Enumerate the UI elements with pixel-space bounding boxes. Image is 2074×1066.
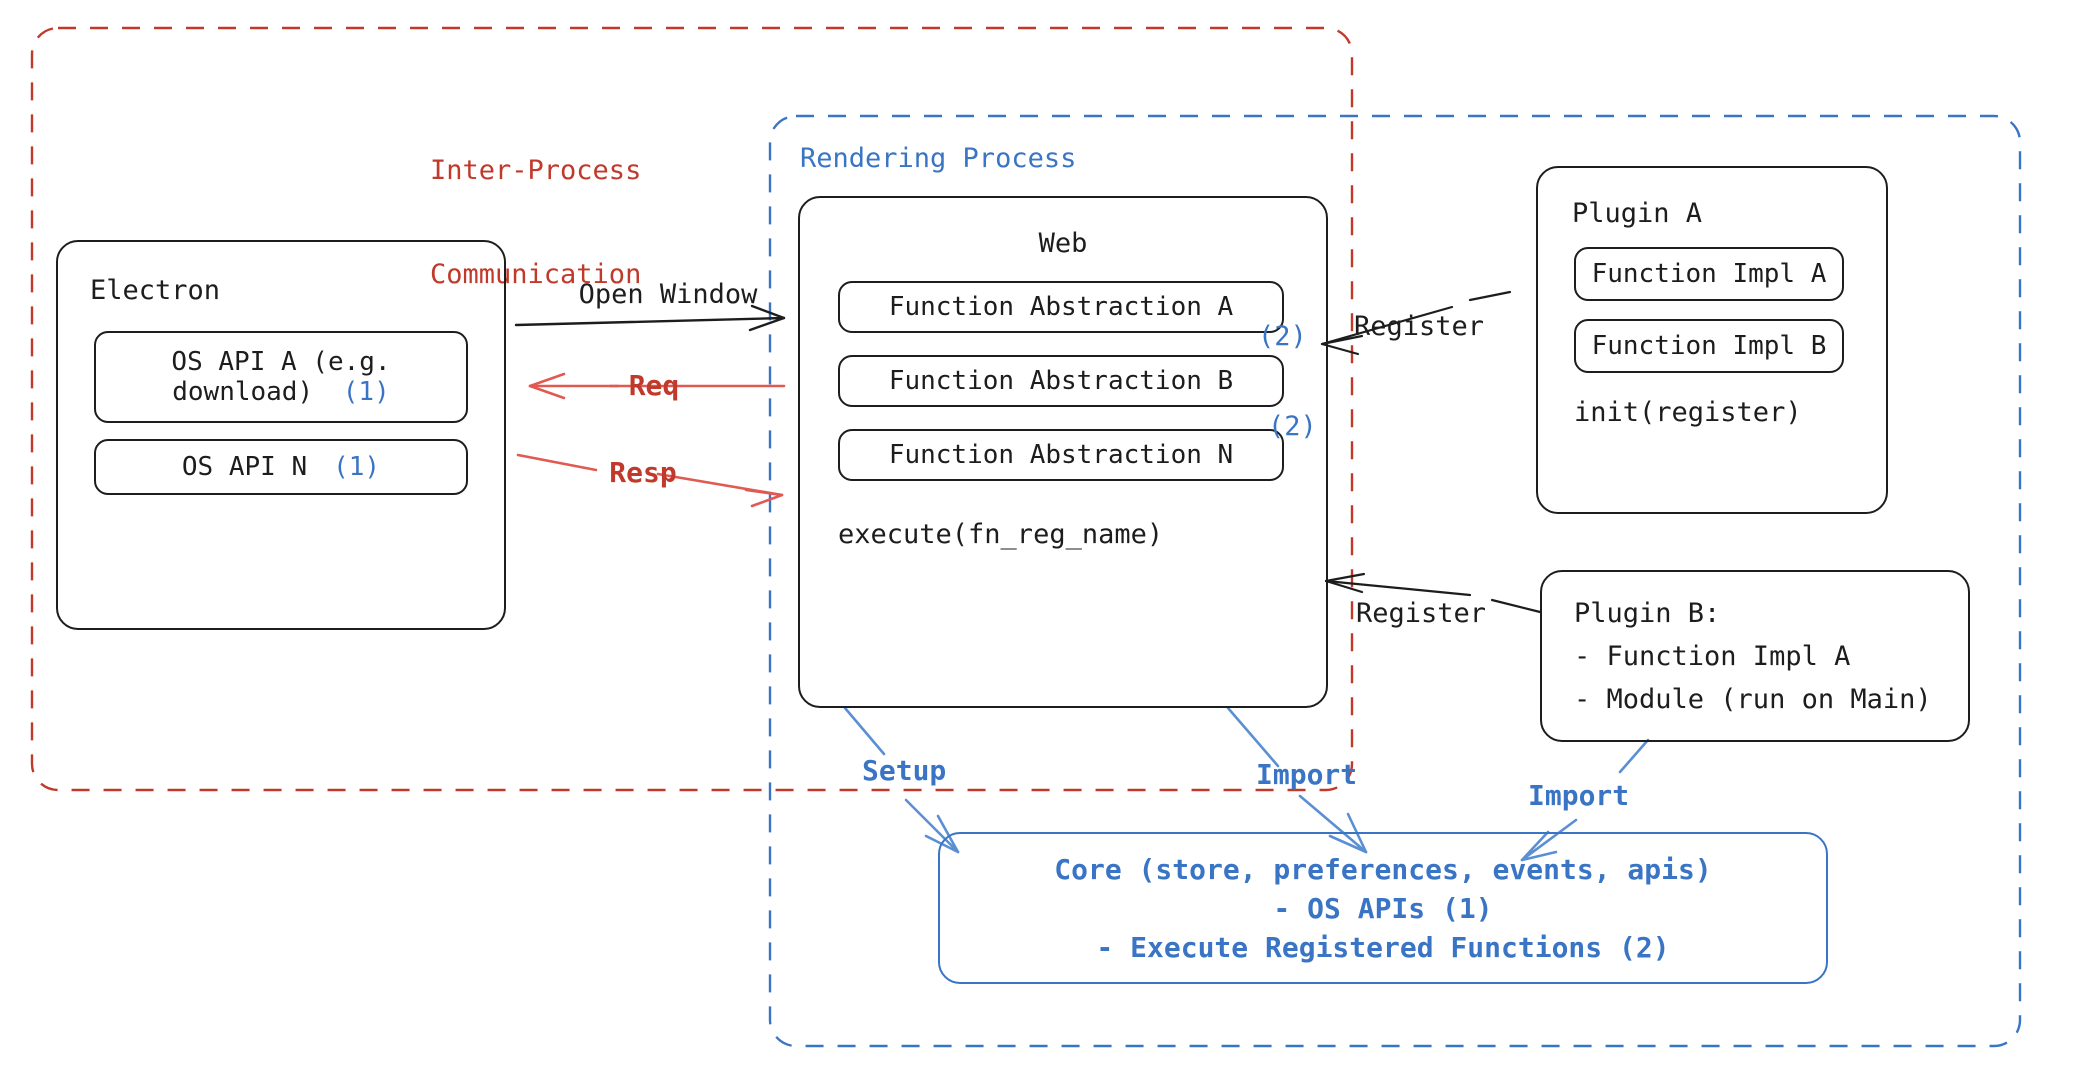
web-execute-label: execute(fn_reg_name)	[838, 519, 1164, 550]
os-api-a-box[interactable]: OS API A (e.g. download) (1)	[94, 330, 468, 423]
resp-arrow-label: Resp	[609, 456, 677, 489]
plugin-b-box[interactable]: Plugin B: - Function Impl A - Module (ru…	[1540, 570, 1970, 742]
os-api-n-marker: (1)	[333, 451, 381, 482]
function-abstraction-a-box[interactable]: Function Abstraction A	[838, 281, 1284, 333]
rendering-process-label: Rendering Process	[800, 143, 1077, 174]
function-abstraction-a-marker: (2)	[1258, 321, 1307, 352]
ipc-container-label: Inter-Process Communication	[430, 85, 730, 361]
register-top-label: Register	[1354, 311, 1485, 342]
plugin-a-title: Plugin A	[1572, 198, 1703, 229]
function-impl-b-label: Function Impl B	[1591, 331, 1827, 361]
os-api-n-label: OS API N	[181, 451, 308, 482]
plugin-b-title: Plugin B:	[1574, 597, 1721, 629]
web-title: Web	[1038, 228, 1088, 259]
function-abstraction-b-box[interactable]: Function Abstraction B	[838, 355, 1284, 407]
function-abstraction-n-label: Function Abstraction N	[888, 440, 1234, 470]
os-api-n-box[interactable]: OS API N (1)	[94, 438, 468, 495]
os-api-a-line2-wrap: download) (1)	[172, 377, 390, 407]
plugin-a-box[interactable]: Plugin A Function Impl A Function Impl B…	[1536, 166, 1888, 514]
open-window-arrow-label: Open Window	[578, 279, 758, 310]
function-abstraction-b-marker: (2)	[1268, 411, 1317, 442]
import-plugin-b-arrow-label: Import	[1528, 779, 1630, 812]
plugin-b-item-module: - Module (run on Main)	[1574, 683, 1932, 715]
core-title: Core (store, preferences, events, apis)	[1054, 852, 1712, 886]
req-arrow-label: Req	[628, 369, 680, 402]
plugin-a-init-label: init(register)	[1574, 397, 1802, 428]
os-api-a-marker: (1)	[342, 376, 390, 407]
os-api-a-label-line1: OS API A (e.g.	[171, 346, 391, 377]
function-impl-a-box[interactable]: Function Impl A	[1574, 247, 1844, 301]
function-impl-b-box[interactable]: Function Impl B	[1574, 319, 1844, 373]
register-bottom-label: Register	[1356, 598, 1487, 629]
function-abstraction-n-box[interactable]: Function Abstraction N	[838, 429, 1284, 481]
ipc-label-line2: Communication	[430, 258, 642, 290]
web-box[interactable]: Web Function Abstraction A Function Abst…	[798, 196, 1328, 708]
function-impl-a-label: Function Impl A	[1591, 259, 1827, 289]
core-execute-line: - Execute Registered Functions (2)	[1096, 930, 1670, 964]
plugin-b-item-function-impl-a: - Function Impl A	[1574, 640, 1851, 672]
setup-arrow-label: Setup	[862, 754, 947, 787]
electron-title: Electron	[90, 275, 221, 306]
import-web-arrow-label: Import	[1256, 758, 1358, 791]
electron-box[interactable]: Electron OS API A (e.g. download) (1) OS…	[56, 240, 506, 630]
core-os-apis-line: - OS APIs (1)	[1273, 891, 1493, 925]
os-api-a-label-line2: download)	[172, 376, 314, 407]
ipc-label-line1: Inter-Process	[430, 155, 642, 187]
core-box[interactable]: Core (store, preferences, events, apis) …	[938, 832, 1828, 984]
function-abstraction-b-label: Function Abstraction B	[888, 366, 1234, 396]
function-abstraction-a-label: Function Abstraction A	[888, 292, 1234, 322]
